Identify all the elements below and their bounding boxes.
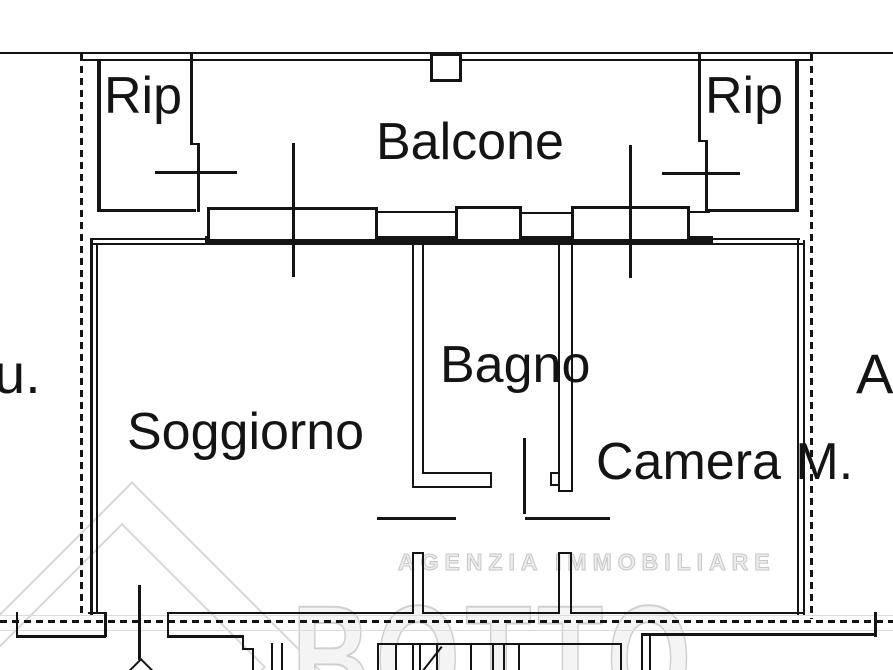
- hall-stub-west-r: [422, 552, 424, 614]
- ripR-west-wall-jog: [698, 140, 708, 142]
- lower-right-wall-v2: [649, 633, 651, 670]
- ripR-east-wall: [795, 60, 799, 212]
- stair-step-3: [412, 644, 414, 670]
- bagno-doorstop-left: [550, 472, 552, 486]
- stair-step-9: [518, 644, 520, 670]
- hall-stub-east-r: [570, 552, 572, 614]
- facade-top-line-left: [90, 238, 208, 240]
- door-tick-right: [525, 517, 610, 520]
- facade-top-line-right: [710, 238, 800, 240]
- lower-room-right-edge: [620, 643, 622, 670]
- soggiorno-west-wall-outer: [90, 238, 93, 615]
- bottom-wall-left-edge: [167, 612, 169, 637]
- bottom-wall-step-v1: [242, 635, 244, 650]
- watermark-agency-text: AGENZIA IMMOBILIARE: [398, 549, 776, 576]
- bagno-east-wall-outer: [558, 240, 560, 492]
- ripR-south-wall: [706, 209, 797, 212]
- dashed-line-left: [80, 54, 83, 614]
- lower-door-jamb-2: [281, 643, 283, 670]
- label-edge-right: A: [856, 342, 893, 405]
- stair-step-2: [395, 644, 397, 670]
- stair-step-5: [436, 644, 438, 670]
- stair-step-6: [470, 644, 472, 670]
- label-bagno: Bagno: [440, 336, 591, 394]
- label-balcone: Balcone: [376, 113, 564, 171]
- lower-right-wall-end: [874, 612, 877, 637]
- stair-step-1: [377, 644, 379, 670]
- bagno-doorstop-bottom: [550, 484, 559, 486]
- facade-pier-line-3: [690, 211, 710, 213]
- ripR-west-wall-lower: [705, 140, 708, 212]
- camera-east-wall-inner: [803, 240, 805, 615]
- bagno-west-foot-top: [422, 472, 492, 474]
- measure-tick-right-h: [662, 172, 740, 175]
- hall-stub-east-cap: [558, 552, 572, 554]
- facade-wall-band: [205, 236, 713, 243]
- bagno-west-foot-bottom: [412, 486, 492, 488]
- dashed-line-right: [810, 54, 813, 619]
- hall-stub-west-l: [412, 552, 414, 614]
- slab-edge-line-lower: [0, 630, 893, 631]
- left-stub-bottom: [16, 635, 106, 638]
- bagno-door-leaf: [523, 438, 526, 514]
- bottom-wall-bottom-a: [167, 635, 244, 638]
- stair-step-8: [503, 644, 505, 670]
- door-tick-left: [377, 517, 456, 520]
- ripL-south-wall: [98, 209, 196, 212]
- label-camera: Camera M.: [596, 433, 854, 491]
- label-rip-right: Rip: [705, 67, 784, 125]
- soggiorno-wall-foot: [88, 612, 107, 614]
- bottom-wall-step-h: [242, 648, 254, 650]
- stair-step-7: [492, 644, 494, 670]
- left-stub-tick: [16, 612, 18, 637]
- soggiorno-west-wall-inner: [96, 245, 98, 613]
- bagno-west-wall-inner: [422, 240, 424, 473]
- bottom-wall-step-v2: [252, 648, 254, 670]
- bagno-west-foot-cap: [490, 472, 492, 488]
- bagno-doorstop-top: [550, 472, 559, 474]
- label-edge-left: u.: [0, 342, 41, 405]
- label-soggiorno: Soggiorno: [127, 403, 365, 461]
- south-wall-top-a: [167, 612, 412, 614]
- ripL-east-wall-upper: [190, 52, 193, 145]
- measure-line-right-v: [629, 145, 632, 278]
- facade-inner-line: [90, 243, 803, 245]
- bagno-east-wall-inner: [571, 240, 573, 492]
- slab-edge-line-upper: [0, 615, 893, 616]
- bagno-west-wall-outer: [412, 240, 414, 488]
- hall-stub-west-cap: [412, 552, 424, 554]
- lower-door-jamb-1: [271, 643, 273, 670]
- lower-right-wall-v1: [641, 633, 643, 670]
- facade-pier-line-1: [378, 211, 455, 213]
- ripL-west-wall: [97, 60, 101, 212]
- south-wall-top-c: [572, 612, 803, 614]
- bagno-east-wall-cap: [558, 490, 573, 492]
- balcony-post-box: [430, 53, 462, 82]
- measure-tick-left-h: [155, 171, 237, 174]
- ripL-east-wall-jog: [190, 143, 200, 145]
- window-bagno: [455, 206, 522, 239]
- south-wall-top-b: [424, 612, 558, 614]
- facade-pier-line-2: [522, 212, 571, 214]
- stair-step-4: [419, 644, 421, 670]
- hall-stub-east-l: [558, 552, 560, 614]
- stairs-top-edge: [377, 643, 622, 645]
- left-stub-right: [104, 612, 107, 637]
- camera-east-wall-outer: [797, 240, 799, 615]
- measure-line-left-v: [292, 143, 295, 277]
- ripR-west-wall-upper: [698, 52, 701, 142]
- label-rip-left: Rip: [104, 67, 183, 125]
- ripL-east-wall-lower: [197, 143, 200, 212]
- lower-right-wall-h: [641, 633, 877, 636]
- dashed-line-bottom: [0, 620, 893, 623]
